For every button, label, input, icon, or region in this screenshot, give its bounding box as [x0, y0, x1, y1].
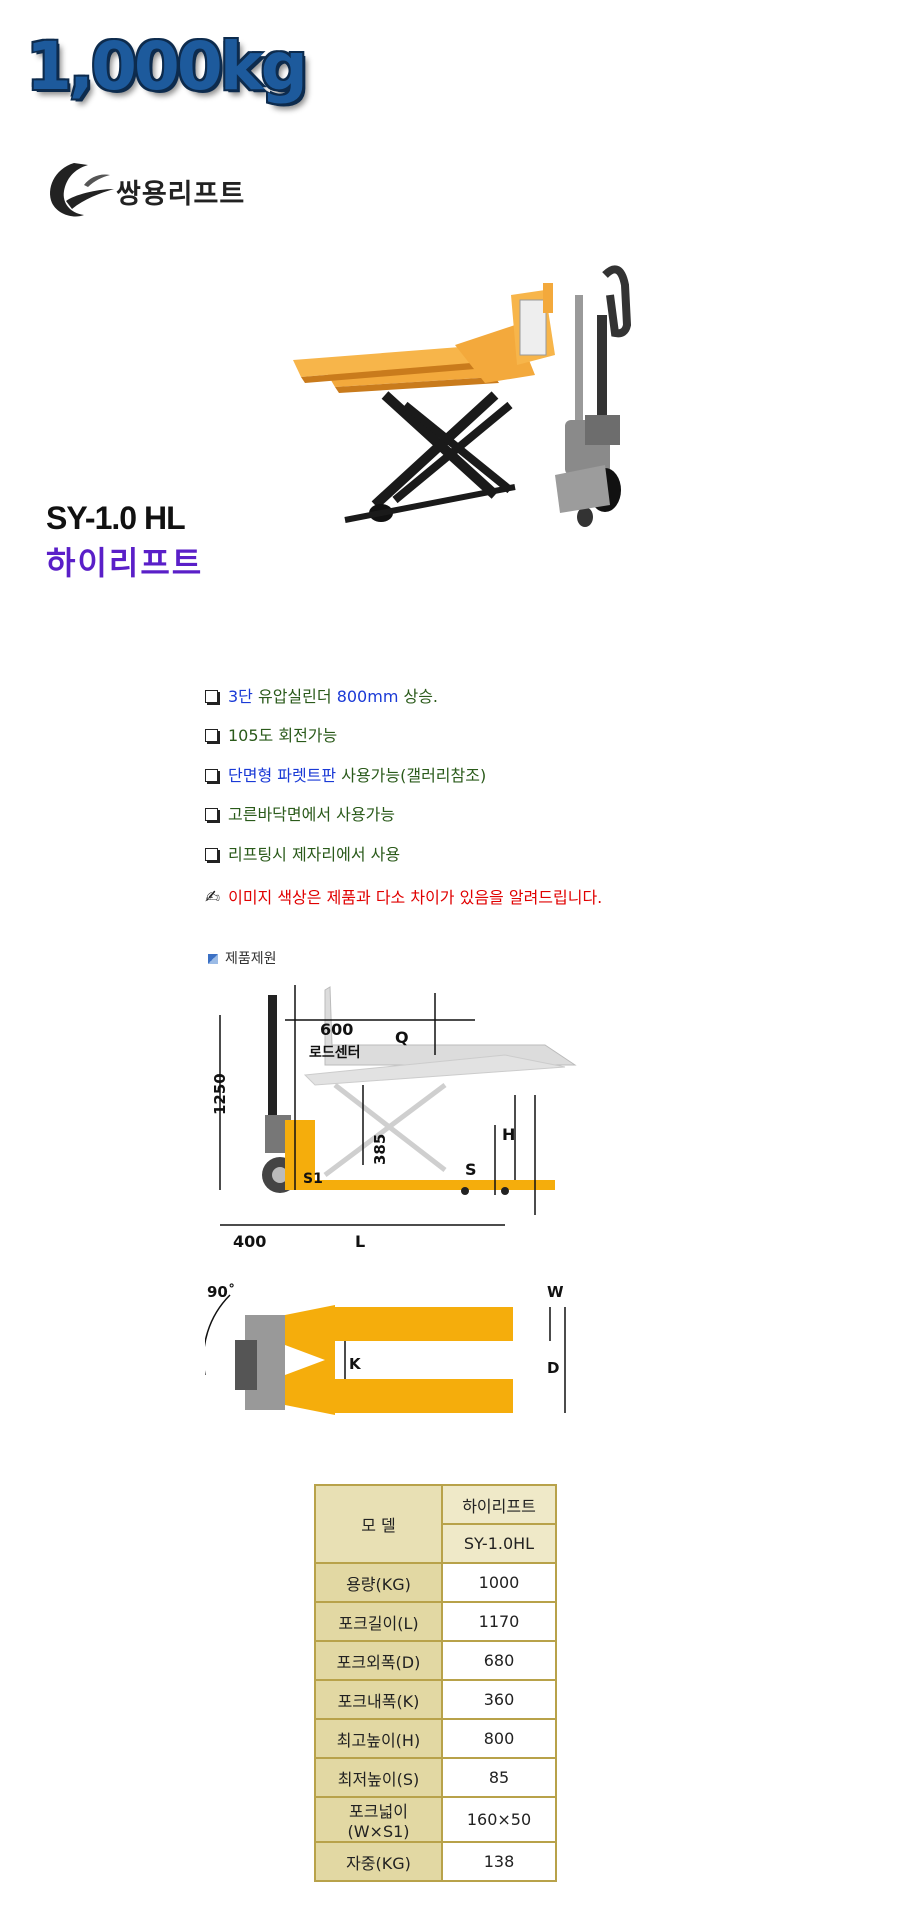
dim-k: K	[349, 1355, 362, 1373]
checkbox-icon	[205, 729, 218, 742]
dim-q: Q	[395, 1028, 409, 1047]
dim-angle: 90˚	[207, 1283, 235, 1301]
feature-item: 고른바닥면에서 사용가능	[205, 801, 395, 825]
brand-name: 쌍용리프트	[116, 179, 246, 210]
brand-logo-icon	[50, 163, 114, 217]
bullet-square-icon	[208, 954, 218, 964]
pallet-truck-photo	[293, 265, 632, 527]
feature-item: 3단 유압실린더 800mm 상승.	[205, 683, 438, 707]
table-row: 최저높이(S)85	[314, 1757, 557, 1798]
table-row: 포크외폭(D)680	[314, 1640, 557, 1681]
color-disclaimer: ✍이미지 색상은 제품과 다소 차이가 있음을 알려드립니다.	[205, 887, 603, 908]
checkbox-icon	[205, 769, 218, 782]
top-dimension-diagram: 90˚ W D K	[205, 1283, 566, 1415]
dim-385: 385	[371, 1134, 389, 1165]
table-model-code: SY-1.0HL	[441, 1523, 557, 1564]
feature-item: 단면형 파렛트판 사용가능(갤러리참조)	[205, 762, 486, 786]
table-row: 용량(KG)1000	[314, 1562, 557, 1603]
dim-load-center: 600	[320, 1020, 353, 1039]
table-row: 포크길이(L)1170	[314, 1601, 557, 1642]
spec-heading: 제품제원	[208, 948, 277, 968]
table-model-name: 하이리프트	[441, 1484, 557, 1525]
checkbox-icon	[205, 808, 218, 821]
checkbox-icon	[205, 690, 218, 703]
side-dimension-diagram: 600 로드센터 Q H S S1 1250 385 400 L	[211, 985, 577, 1251]
dim-1250: 1250	[211, 1073, 229, 1115]
dim-w: W	[547, 1283, 564, 1301]
dim-s1: S1	[303, 1171, 323, 1187]
dim-400: 400	[233, 1232, 266, 1251]
dim-load-center-label: 로드센터	[309, 1045, 361, 1061]
table-row: SY-1.0HL	[315, 1523, 557, 1564]
table-model-label: 모 델	[314, 1484, 443, 1564]
table-row: 최고높이(H)800	[314, 1718, 557, 1759]
table-row: 포크내폭(K)360	[314, 1679, 557, 1720]
dim-d: D	[547, 1359, 559, 1377]
feature-item: 105도 회전가능	[205, 722, 337, 746]
dim-l: L	[355, 1232, 365, 1251]
dim-h: H	[502, 1125, 515, 1144]
spec-table: 모 델 하이리프트 SY-1.0HL 용량(KG)1000 포크길이(L)117…	[314, 1484, 557, 1882]
table-row: 포크넓이(W×S1)160×50	[314, 1796, 557, 1843]
checkbox-icon	[205, 848, 218, 861]
table-row: 자중(KG)138	[314, 1841, 557, 1882]
pen-icon: ✍	[205, 887, 221, 908]
feature-item: 리프팅시 제자리에서 사용	[205, 841, 400, 865]
model-code: SY-1.0 HL	[46, 500, 186, 536]
table-row: 모 델 하이리프트	[314, 1484, 557, 1564]
model-name: 하이리프트	[46, 544, 204, 582]
capacity-title: 1,000kg	[26, 28, 308, 105]
dim-s: S	[465, 1160, 477, 1179]
